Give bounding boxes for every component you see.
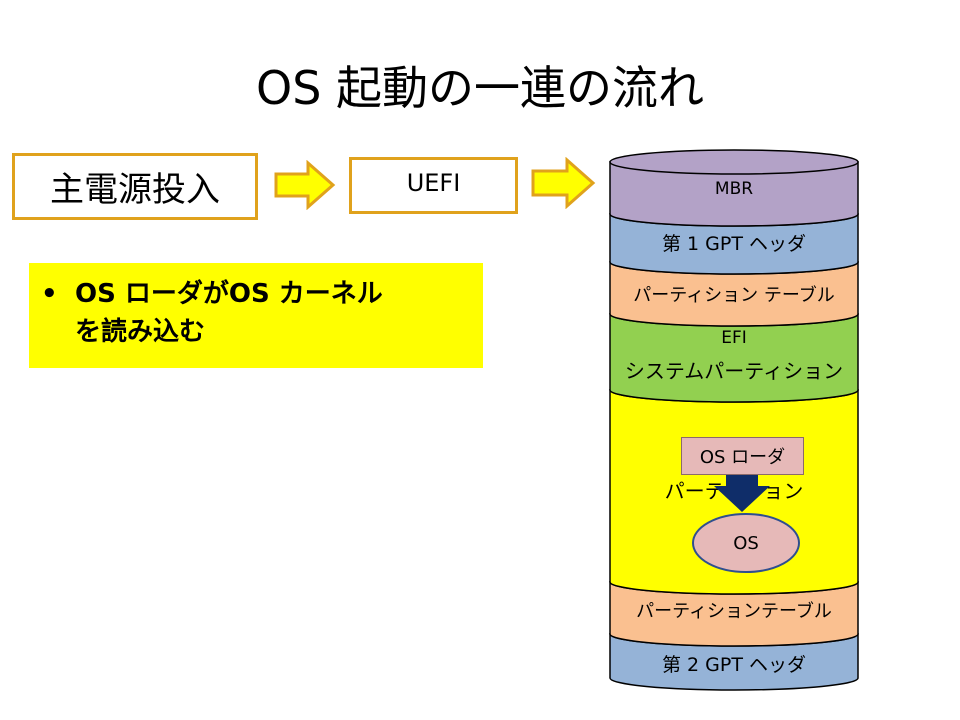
bullet-item: • OS ローダがOS カーネル を読み込む	[41, 275, 471, 351]
disk-segment-gpt2	[609, 633, 859, 691]
segment-label-mbr: MBR	[714, 179, 754, 199]
uefi-box: UEFI	[349, 157, 518, 214]
bullet-panel: • OS ローダがOS カーネル を読み込む	[29, 263, 483, 368]
segment-label-efi-line1: EFI	[721, 328, 747, 348]
slide-title: OS 起動の一連の流れ	[255, 61, 705, 115]
os-ellipse	[692, 513, 800, 573]
power-on-box: 主電源投入	[12, 153, 258, 220]
segment-label-ptable2: パーティションテーブル	[636, 601, 832, 622]
disk-segment-ptable2	[609, 581, 859, 647]
os-loader-box: OS ローダ	[681, 437, 804, 475]
disk-segment-ptable1	[609, 261, 859, 327]
load-arrow-icon	[714, 472, 770, 512]
segment-label-gpt2: 第 2 GPT ヘッダ	[662, 654, 806, 676]
segment-label-efi-line2: システムパーティション	[624, 359, 844, 383]
segment-label-gpt1: 第 1 GPT ヘッダ	[662, 233, 806, 255]
disk-segment-gpt1	[609, 213, 859, 275]
right-arrow-icon	[274, 160, 336, 210]
segment-label-ptable1: パーティション テーブル	[633, 285, 835, 306]
disk-segment-mbr	[609, 161, 859, 227]
os-label: OS	[733, 533, 759, 554]
disk-segment-efi	[609, 313, 859, 403]
right-arrow-icon	[531, 157, 596, 209]
bullet-marker: •	[41, 279, 58, 309]
bullet-text-line1: OS ローダがOS カーネル	[75, 279, 383, 309]
bullet-text-line2: を読み込む	[75, 317, 206, 347]
